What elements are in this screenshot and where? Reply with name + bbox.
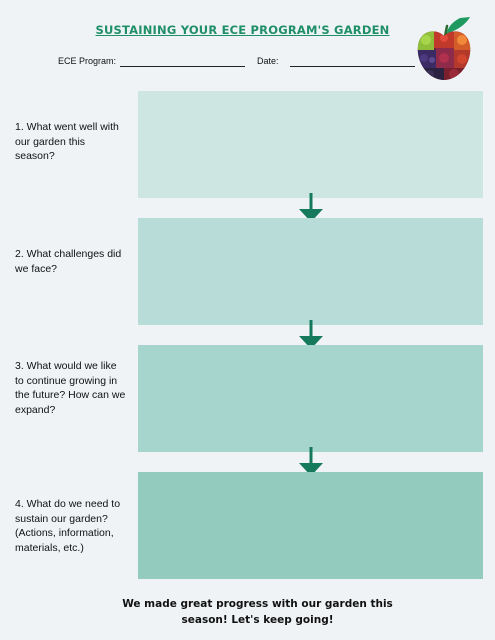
arrow-down-icon xyxy=(299,447,323,476)
date-label: Date: xyxy=(257,56,279,66)
ece-program-label: ECE Program: xyxy=(58,56,117,66)
arrow-down-icon xyxy=(299,193,323,222)
date-field[interactable] xyxy=(290,66,415,67)
question-2: 2. What challenges did we face? xyxy=(15,248,122,275)
answer-box-2[interactable] xyxy=(138,218,483,325)
question-1: 1. What went well with our garden this s… xyxy=(15,121,119,162)
answer-box-3[interactable] xyxy=(138,345,483,452)
ece-program-field[interactable] xyxy=(120,66,245,67)
answer-box-1[interactable] xyxy=(138,91,483,198)
apple-produce-logo xyxy=(417,17,471,80)
answer-box-4[interactable] xyxy=(138,472,483,579)
arrow-down-icon xyxy=(299,320,323,349)
page-title: SUSTAINING YOUR ECE PROGRAM'S GARDEN xyxy=(95,23,390,37)
question-3: 3. What would we like to continue growin… xyxy=(15,360,126,416)
question-4: 4. What do we need to sustain our garden… xyxy=(15,498,121,554)
closing-message: We made great progress with our garden t… xyxy=(122,598,393,626)
